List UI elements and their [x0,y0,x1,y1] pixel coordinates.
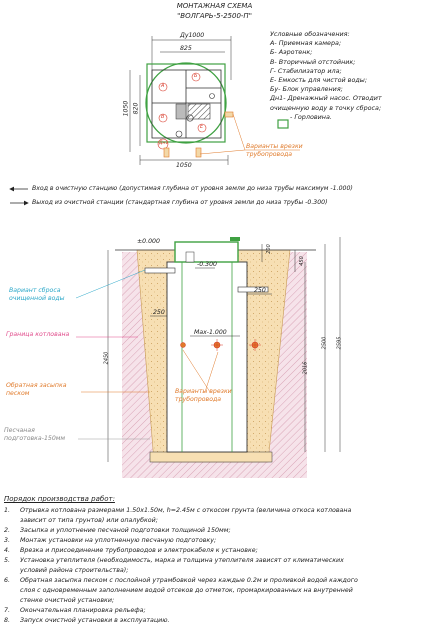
procedure-line: зависит от типа грунтов) или опалубкой; [20,517,158,524]
level-zero: ±0.000 [137,238,160,245]
max-depth: Max-1.000 [194,329,227,336]
dim-2016: 2016 [302,361,309,375]
legend-item: Г- Стабилизатор ила; [270,66,342,75]
plan-variants-label: Варианты врезки трубопровода [246,143,303,158]
callout-pipe-variants: Варианты врезки трубопровода [175,388,232,403]
legend: Условные обозначения: А- Приемная камера… [270,30,382,122]
procedure-line: 5.Установка утеплителя (необходимость, м… [4,557,344,564]
title-line1: МОНТАЖНАЯ СХЕМА [176,2,253,10]
procedure-line: 1.Отрывка котлована размерами 1.50х1.50м… [4,507,352,514]
dim-820: 820 [132,102,140,115]
plan-label-b: Б [194,73,198,79]
procedure-line: условий района строительства); [20,567,129,574]
dim-2595: 2595 [336,336,343,350]
dim-top: Ду1000 [180,32,205,39]
plan-view [129,36,300,165]
legend-neck: - Горловина. [290,112,332,121]
plan-label-a: А [161,83,165,89]
procedure-line: 6.Обратная засыпка песком с послойной ут… [4,577,358,584]
procedure-line: стенке очистной установки; [20,597,115,604]
procedure-list: 1.Отрывка котлована размерами 1.50х1.50м… [4,506,424,631]
dim-1050-left: 1050 [122,100,130,117]
callout-sand-bed: Песчаная подготовка-150мм [4,427,66,442]
plan-label-dn: Дн1 [159,141,169,146]
inlet-text: Вход в очистную станцию (допустимая глуб… [32,185,353,192]
level-outlet: -0.300 [197,261,217,268]
callout-backfill: Обратная засыпка песком [6,382,67,397]
section-view [75,237,341,478]
plan-label-e: Е [200,124,204,130]
procedure-line: 3.Монтаж установки на уплотненную песчан… [4,537,217,544]
dim-2500: 2500 [321,336,328,350]
legend-item: Дн1- Дренажный насос. Отводит [270,94,382,103]
legend-item: Е- Емкость для чистой воды; [270,76,367,85]
dim-1050-bottom: 1050 [176,162,192,169]
dim-2450: 2450 [103,351,110,365]
dim-250a: 250 [153,309,165,316]
procedure-line: 8.Запуск очистной установки в эксплуатац… [4,617,170,624]
plan-label-v: В [161,114,165,120]
dim-200: 200 [265,244,272,254]
neck-swatch [277,119,289,129]
callout-pit-border: Граница котлована [6,331,70,338]
procedure-line: 7.Окончательная планировка рельефа; [4,607,146,614]
dim-450: 450 [298,256,305,266]
procedure-line: 4.Врезка и присоединение трубопроводов и… [4,547,258,554]
legend-item: А- Приемная камера; [270,39,342,48]
legend-item: Б- Аэротенк; [270,48,313,57]
legend-heading: Условные обозначения: [270,30,350,38]
legend-item: Бу- Блок управления; [270,85,343,94]
procedure-line: 2.Засыпка и уплотнение песчаной подготов… [4,527,231,534]
title-line2: "ВОЛГАРЬ-5-2500-П" [177,12,252,20]
legend-item: очищенную воду в точку сброса; [270,103,382,112]
legend-item: В- Вторичный отстойник; [270,57,356,66]
dim-825: 825 [180,45,192,52]
callout-discharge: Вариант сброса очищенной воды [9,287,65,302]
outlet-text: Выход из очистной станции (стандартная г… [32,199,328,206]
procedure-line: слоя с одновременным заполнением водой о… [20,587,353,594]
dim-250b: 250 [254,287,266,294]
procedure-heading: Порядок производства работ: [4,495,115,503]
